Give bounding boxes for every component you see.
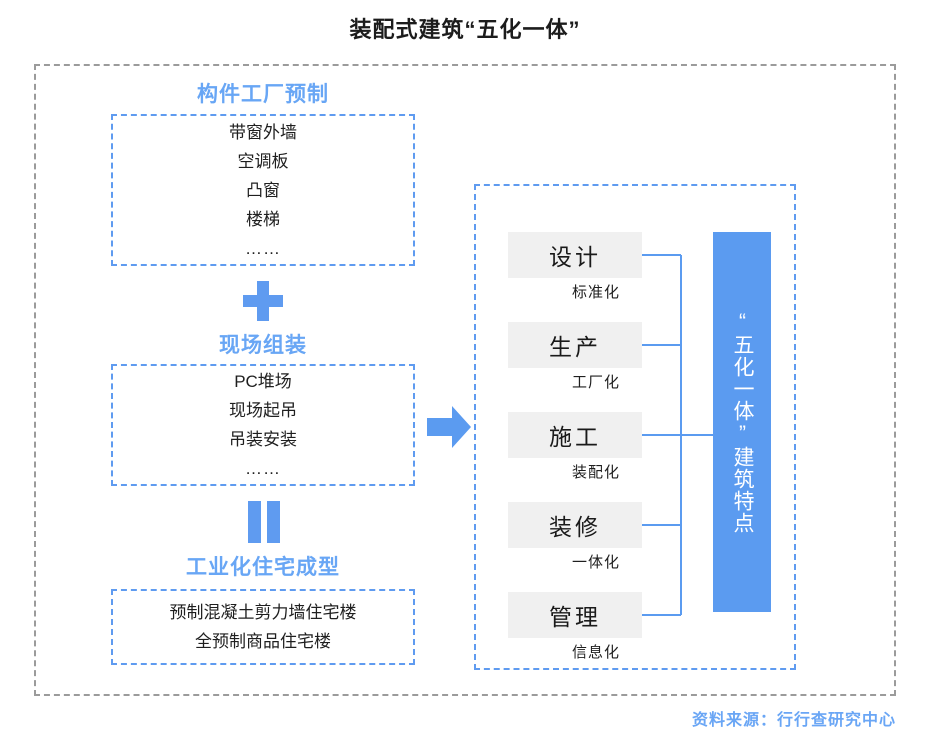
list-item: 带窗外墙 — [229, 122, 297, 142]
equals-operator-icon — [246, 501, 282, 543]
list-item: 预制混凝土剪力墙住宅楼 — [169, 603, 357, 622]
outer-frame — [34, 64, 896, 696]
pillar-tag-production: 工厂化 — [572, 374, 621, 391]
pillar-tag-construction: 装配化 — [572, 464, 621, 481]
pillar-tag-decoration: 一体化 — [572, 554, 621, 571]
pillar-box-production: 生产 — [508, 322, 642, 368]
right-panel: 设计 标准化 生产 工厂化 施工 装配化 装修 一体化 管理 信息化 “五化一体… — [474, 184, 796, 670]
list-item: 凸窗 — [246, 180, 280, 200]
pillar-box-decoration: 装修 — [508, 502, 642, 548]
list-item: PC堆场 — [234, 372, 292, 391]
pillar-box-construction: 施工 — [508, 412, 642, 458]
plus-operator-icon — [243, 281, 283, 321]
source-note: 资料来源：行行查研究中心 — [691, 712, 896, 729]
pillar-box-management: 管理 — [508, 592, 642, 638]
list-item: 空调板 — [237, 151, 289, 171]
feature-box: “五化一体”建筑特点 — [713, 232, 771, 612]
list-item: 楼梯 — [246, 209, 280, 229]
stage-heading-2: 现场组装 — [219, 334, 307, 357]
stage-heading-1: 构件工厂预制 — [197, 83, 329, 106]
pillar-tag-design: 标准化 — [572, 284, 621, 301]
stage-box-3: 预制混凝土剪力墙住宅楼 全预制商品住宅楼 — [111, 589, 415, 665]
flow-arrow-right-icon — [427, 405, 472, 449]
stage-box-2: PC堆场 现场起吊 吊装安装 …… — [111, 364, 415, 486]
pillar-box-design: 设计 — [508, 232, 642, 278]
list-item: 吊装安装 — [229, 430, 297, 449]
pillar-tag-management: 信息化 — [572, 644, 621, 661]
stage-heading-3: 工业化住宅成型 — [186, 556, 340, 579]
page-title: 装配式建筑“五化一体” — [349, 17, 581, 42]
list-ellipsis: …… — [245, 459, 281, 478]
list-item: 现场起吊 — [229, 401, 297, 420]
list-item: 全预制商品住宅楼 — [195, 632, 331, 651]
stage-box-1: 带窗外墙 空调板 凸窗 楼梯 …… — [111, 114, 415, 266]
list-ellipsis: …… — [245, 238, 281, 258]
